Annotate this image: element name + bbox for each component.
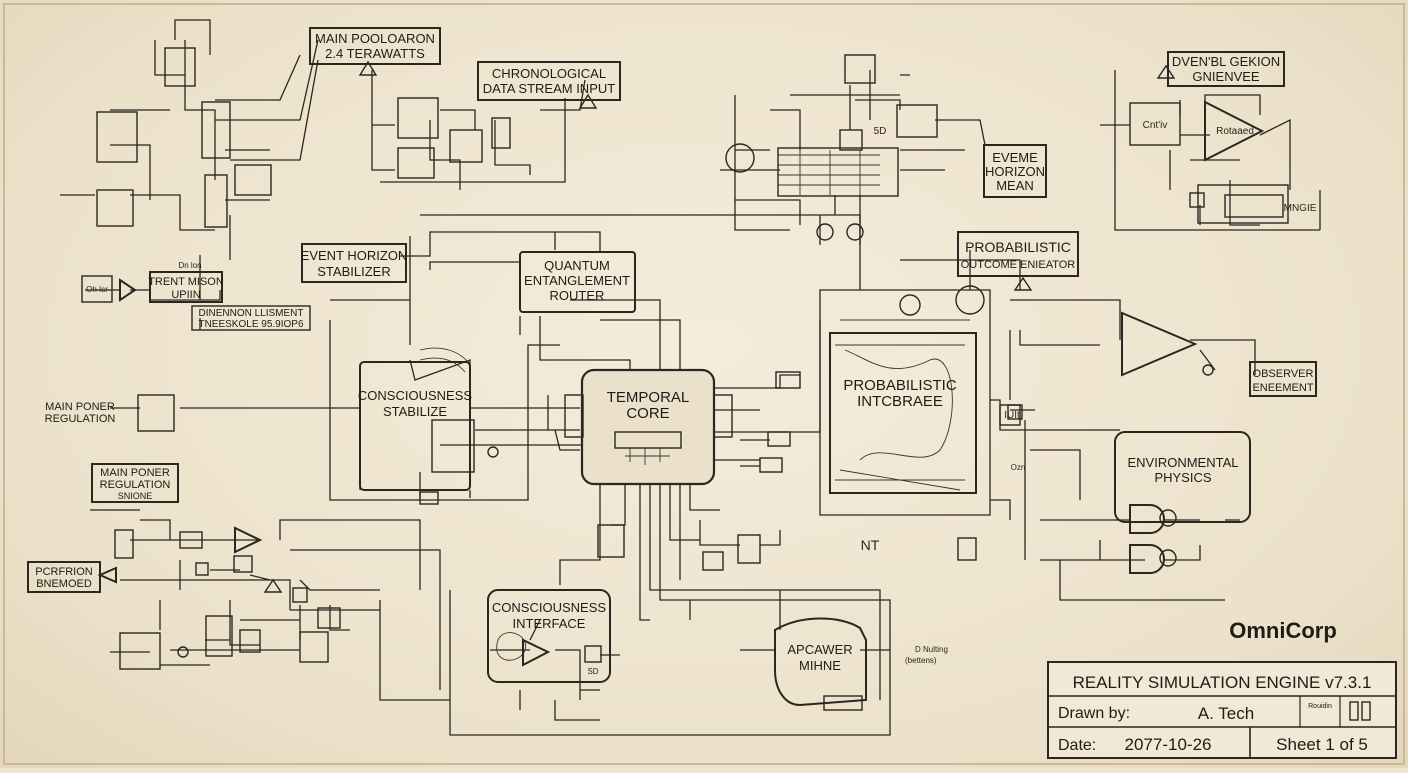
svg-text:CORE: CORE xyxy=(626,405,669,422)
block-event-horizon-stabilizer: EVENT HORIZON STABILIZER xyxy=(301,243,408,283)
junction-circle-1 xyxy=(725,143,755,173)
wiring xyxy=(60,19,1321,736)
small-component-boxes xyxy=(96,47,1289,711)
svg-text:GNIENVEE: GNIENVEE xyxy=(1192,69,1260,84)
and-gate-top xyxy=(1129,504,1165,534)
sheet-number: Sheet 1 of 5 xyxy=(1276,735,1368,754)
svg-text:ROUTER: ROUTER xyxy=(550,288,605,303)
svg-text:BNEMOED: BNEMOED xyxy=(36,578,92,590)
svg-text:PCRFRION: PCRFRION xyxy=(35,566,93,578)
sheet-border xyxy=(3,3,1405,765)
svg-text:TEMPORAL: TEMPORAL xyxy=(607,389,690,406)
svg-text:CONSCIOUSNESS: CONSCIOUSNESS xyxy=(358,388,472,403)
svg-text:INTERFACE: INTERFACE xyxy=(513,616,586,631)
svg-text:Ozn: Ozn xyxy=(1011,463,1026,472)
svg-text:OUTCOME ENIEATOR: OUTCOME ENIEATOR xyxy=(961,259,1076,271)
block-apcawer-mine: APCAWER MIHNE xyxy=(774,617,867,707)
title-block: REALITY SIMULATION ENGINE v7.3.1 Drawn b… xyxy=(1047,661,1397,759)
drawn-by-label: Drawn by: xyxy=(1058,705,1130,722)
svg-text:HORIZON: HORIZON xyxy=(985,164,1045,179)
block-event-generator: DVEN'BL GEKION GNIENVEE xyxy=(1167,51,1285,87)
svg-text:Cnt'iv: Cnt'iv xyxy=(1143,120,1168,131)
svg-text:CHRONOLOGICAL: CHRONOLOGICAL xyxy=(492,66,606,81)
block-eveme-horizon: EVEME HORIZON MEAN xyxy=(983,144,1047,198)
svg-text:REGULATION: REGULATION xyxy=(45,413,116,425)
block-dimension-threshold: DINENNON LLISMENT TNEESKOLE 95.9IOP6 xyxy=(191,305,311,331)
svg-text:TRENT MISON: TRENT MISON xyxy=(148,276,224,288)
block-consciousness-stabilize: CONSCIOUSNESS STABILIZE xyxy=(358,361,472,491)
svg-text:Rotaaed: Rotaaed xyxy=(1216,126,1254,137)
svg-text:ENEEMENT: ENEEMENT xyxy=(1252,382,1313,394)
svg-text:IUIt: IUIt xyxy=(1004,410,1020,421)
block-consciousness-interface: CONSCIOUSNESS INTERFACE xyxy=(487,589,611,683)
svg-text:ENVIRONMENTAL: ENVIRONMENTAL xyxy=(1128,455,1239,470)
block-temporal-core: TEMPORAL CORE xyxy=(564,368,733,486)
svg-text:MAIN PONER: MAIN PONER xyxy=(100,467,170,479)
block-probabilistic-outcome: PROBABILISTIC OUTCOME ENIEATOR xyxy=(957,231,1079,277)
svg-text:PROBABILISTIC: PROBABILISTIC xyxy=(965,239,1071,255)
label-main-power-regulation-left: MAIN PONER REGULATION xyxy=(45,401,116,425)
block-trent-mison: TRENT MISON UPIIN xyxy=(148,271,224,303)
brand-logo-text: OmniCorp xyxy=(1229,618,1337,643)
svg-text:ENTANGLEMENT: ENTANGLEMENT xyxy=(524,273,630,288)
block-main-power-regulation: MAIN PONER REGULATION SNIONE xyxy=(91,463,179,503)
svg-text:PHYSICS: PHYSICS xyxy=(1154,470,1211,485)
block-chronological: CHRONOLOGICAL DATA STREAM INPUT xyxy=(477,61,621,101)
logic-gates xyxy=(177,143,1214,658)
svg-text:MEAN: MEAN xyxy=(996,178,1034,193)
svg-text:SNIONE: SNIONE xyxy=(118,491,153,501)
svg-text:OBSERVER: OBSERVER xyxy=(1253,368,1314,380)
arrow-head-perception xyxy=(97,566,117,584)
svg-text:INTCBRAEE: INTCBRAEE xyxy=(857,393,943,410)
arrow-triangle-left xyxy=(119,278,137,302)
date-label: Date: xyxy=(1058,737,1096,754)
main-power-subtitle: 2.4 TERAWATTS xyxy=(325,46,425,61)
svg-text:SD: SD xyxy=(587,667,598,676)
svg-text:NT: NT xyxy=(861,537,880,553)
svg-text:DVEN'BL GEKION: DVEN'BL GEKION xyxy=(1172,54,1280,69)
rev-label: Rouidin xyxy=(1308,703,1332,710)
block-perception: PCRFRION BNEMOED xyxy=(27,561,101,593)
amplifier-triangle-bottom-left xyxy=(234,526,263,554)
svg-text:MIHNE: MIHNE xyxy=(799,658,841,673)
svg-text:UPIIN: UPIIN xyxy=(171,289,200,301)
amplifier-triangle-mid-right xyxy=(1121,311,1198,377)
block-probabilistic-interface: PROBABILISTIC INTCBRAEE xyxy=(829,332,977,494)
title-text: REALITY SIMULATION ENGINE v7.3.1 xyxy=(1073,673,1372,692)
svg-text:Oh Isr: Oh Isr xyxy=(86,285,108,294)
amplifier-triangle-interface xyxy=(522,638,551,667)
svg-text:REGULATION: REGULATION xyxy=(100,479,171,491)
amplifier-symbols xyxy=(97,60,1265,667)
svg-text:EVEME: EVEME xyxy=(992,150,1038,165)
svg-text:MNGIE: MNGIE xyxy=(1284,203,1317,214)
main-power-title: MAIN POOLOARON xyxy=(315,31,435,46)
svg-text:5D: 5D xyxy=(874,126,887,137)
block-quantum-router: QUANTUM ENTANGLEMENT ROUTER xyxy=(519,251,636,313)
date-value: 2077-10-26 xyxy=(1125,735,1212,754)
svg-text:CONSCIOUSNESS: CONSCIOUSNESS xyxy=(492,600,606,615)
svg-text:(bettens): (bettens) xyxy=(905,656,937,665)
block-main-power: MAIN POOLOARON 2.4 TERAWATTS xyxy=(309,27,441,65)
svg-text:DATA STREAM INPUT: DATA STREAM INPUT xyxy=(483,81,615,96)
block-environmental-physics: ENVIRONMENTAL PHYSICS xyxy=(1114,431,1251,523)
svg-text:DINENNON LLISMENT: DINENNON LLISMENT xyxy=(198,308,303,319)
svg-text:QUANTUM: QUANTUM xyxy=(544,258,610,273)
block-observer-element: OBSERVER ENEEMENT xyxy=(1249,361,1317,397)
svg-text:EVENT HORIZON: EVENT HORIZON xyxy=(301,248,408,263)
svg-text:Dn lon: Dn lon xyxy=(178,261,201,270)
svg-text:TNEESKOLE 95.9IOP6: TNEESKOLE 95.9IOP6 xyxy=(198,319,303,330)
svg-text:APCAWER: APCAWER xyxy=(787,642,852,657)
svg-text:STABILIZER: STABILIZER xyxy=(317,264,390,279)
detail-lines xyxy=(419,150,970,661)
amplifier-triangle-top-right xyxy=(1204,100,1265,162)
svg-text:MAIN PONER: MAIN PONER xyxy=(45,401,115,413)
and-gate-bottom xyxy=(1129,544,1165,574)
svg-text:STABILIZE: STABILIZE xyxy=(383,404,447,419)
svg-text:PROBABILISTIC: PROBABILISTIC xyxy=(843,377,957,394)
svg-text:D Nulting: D Nulting xyxy=(915,645,948,654)
drawn-by-value: A. Tech xyxy=(1198,704,1254,723)
